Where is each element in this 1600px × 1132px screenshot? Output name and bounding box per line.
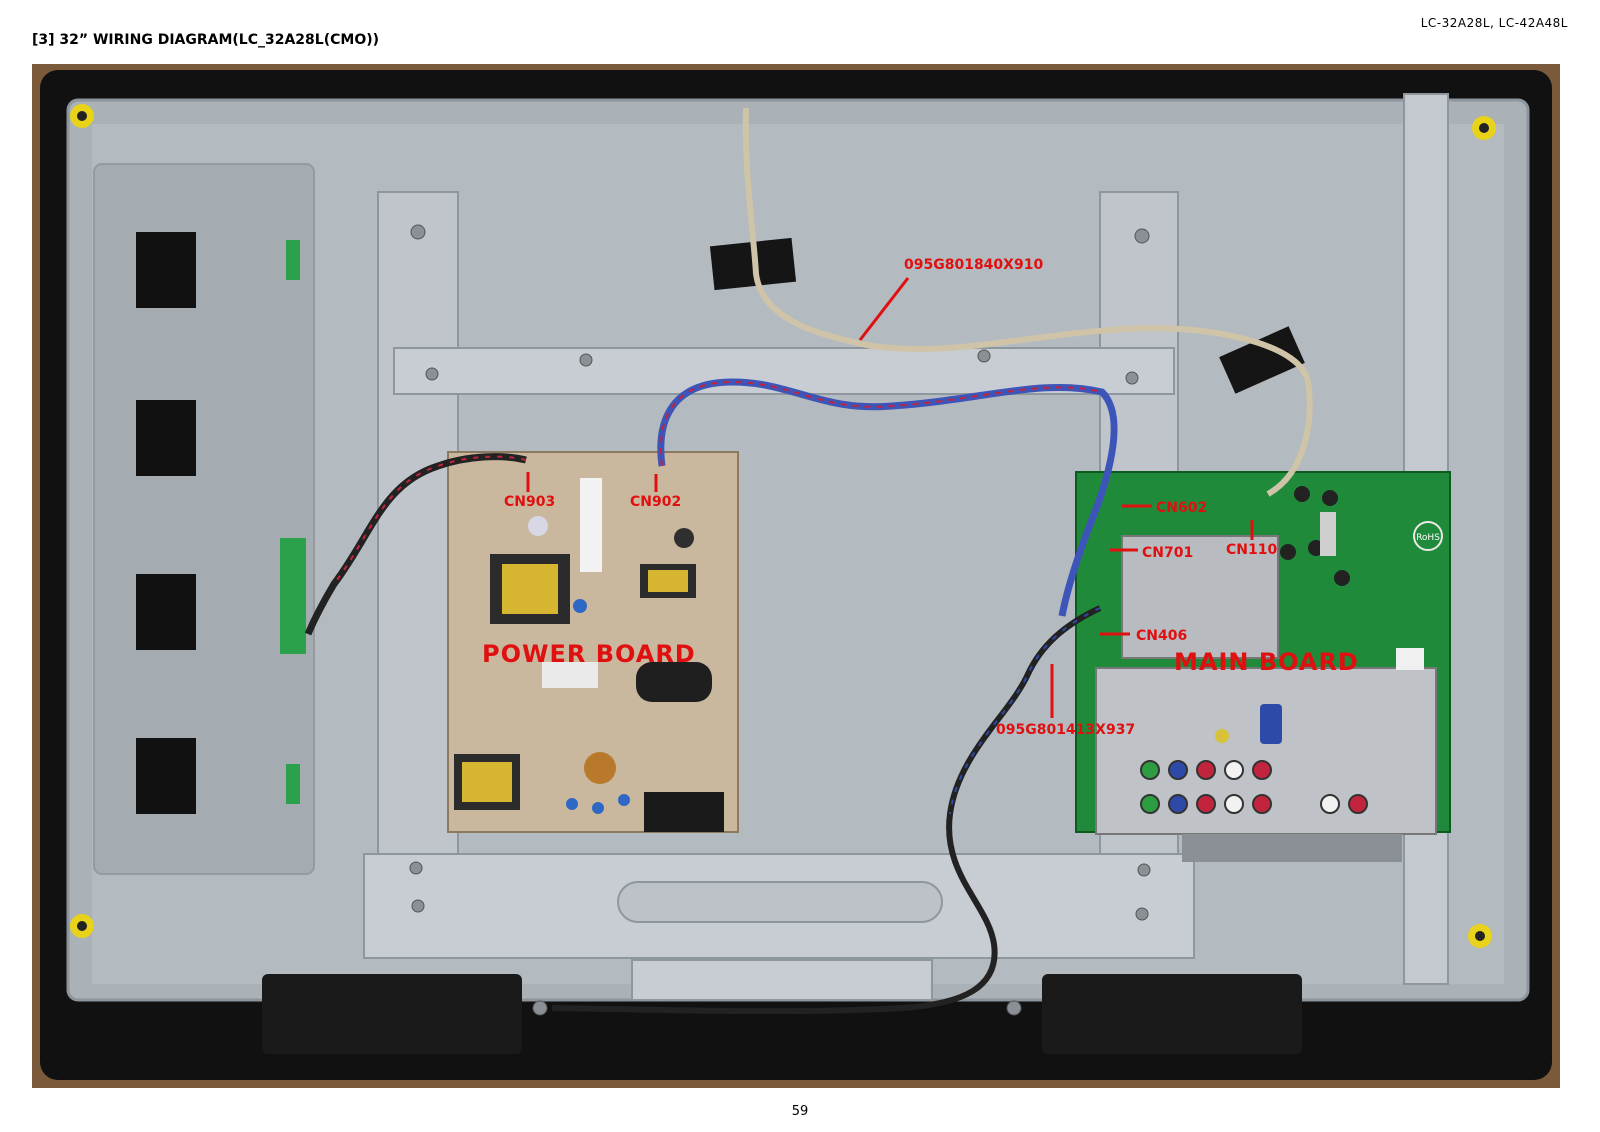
rohs-text: RoHS (1416, 533, 1440, 543)
harness-speaker (551, 605, 1102, 1015)
label-cn903: CN903 (504, 494, 555, 510)
led-connector (136, 232, 196, 308)
tuner-shield (1121, 535, 1279, 659)
led-connector (136, 574, 196, 650)
bracket-left (377, 191, 459, 883)
label-cn701: CN701 (1142, 545, 1193, 561)
label-power-board: POWER BOARD (482, 640, 696, 668)
leader-line (858, 277, 910, 341)
wiring-photo: RoHS 095G801840X910 CN903 CN902 CN602 CN… (32, 64, 1560, 1088)
led-connector (136, 738, 196, 814)
led-connector (136, 400, 196, 476)
label-harness-bottom: 095G801413X937 (996, 722, 1135, 738)
label-harness-top: 095G801840X910 (904, 257, 1043, 273)
speaker-left (262, 974, 522, 1054)
lvds-cable (742, 107, 1313, 497)
rohs-badge (1413, 521, 1443, 551)
label-cn406: CN406 (1136, 628, 1187, 644)
label-cn902: CN902 (630, 494, 681, 510)
label-main-board: MAIN BOARD (1174, 648, 1359, 676)
model-number: LC-32A28L, LC-42A48L (1420, 16, 1568, 30)
bracket-bottom (363, 853, 1195, 959)
led-driver-panel (93, 163, 315, 875)
page-title: [3] 32” WIRING DIAGRAM(LC_32A28L(CMO)) (32, 32, 380, 48)
vga-port-icon (1260, 704, 1282, 744)
label-cn110: CN110 (1226, 542, 1277, 558)
label-cn602: CN602 (1156, 500, 1207, 516)
speaker-right (1042, 974, 1302, 1054)
page-number: 59 (791, 1104, 809, 1119)
harness-led (304, 453, 527, 636)
tape (1219, 326, 1305, 394)
